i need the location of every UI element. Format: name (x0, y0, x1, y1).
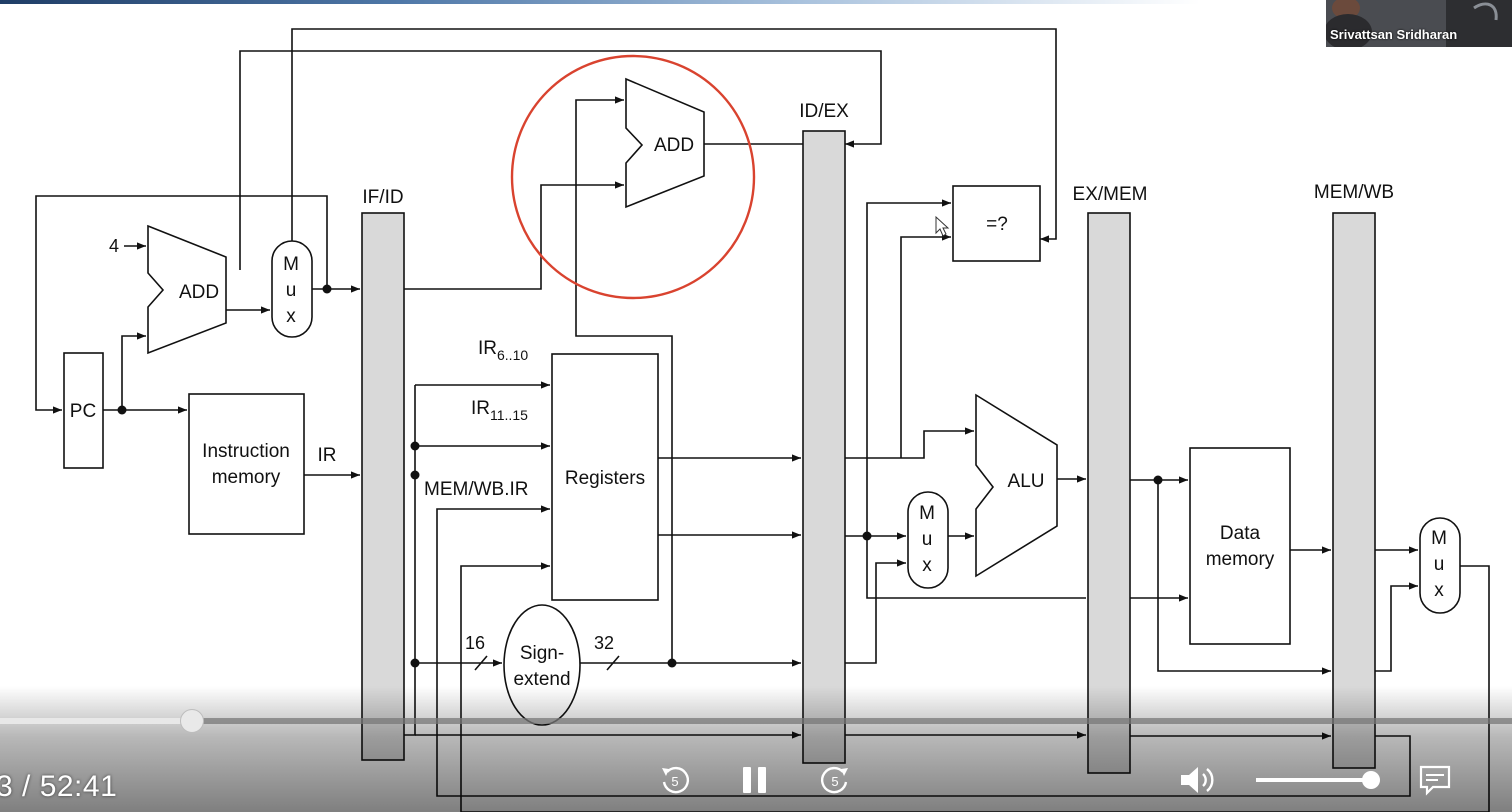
ex-mem-label: EX/MEM (1073, 184, 1148, 205)
captions-icon (1418, 764, 1452, 796)
rewind-5-button[interactable]: 5 (658, 763, 692, 797)
pause-button[interactable] (738, 763, 772, 797)
svg-text:M: M (1431, 528, 1447, 549)
instruction-memory (189, 394, 304, 534)
mem-wb-label: MEM/WB (1314, 182, 1394, 203)
svg-text:x: x (922, 555, 932, 576)
width-32-label: 32 (594, 633, 614, 653)
svg-text:Data: Data (1220, 523, 1261, 544)
mem-wb-latch (1333, 213, 1375, 768)
volume-level (1256, 778, 1371, 782)
mouse-pointer-icon (936, 217, 948, 236)
svg-text:memory: memory (1206, 549, 1275, 570)
id-ex-latch (803, 131, 845, 763)
data-memory (1190, 448, 1290, 644)
captions-button[interactable] (1418, 764, 1452, 796)
svg-text:Instruction: Instruction (202, 441, 290, 462)
svg-text:5: 5 (831, 774, 838, 789)
time-display: 3 / 52:41 (0, 770, 117, 804)
svg-text:x: x (1434, 580, 1444, 601)
mem-wb-ir-label: MEM/WB.IR (424, 479, 529, 500)
ir-6-10-label: IR6..10 (478, 338, 528, 363)
id-ex-label: ID/EX (799, 101, 849, 122)
svg-text:u: u (286, 280, 297, 301)
ir-11-15-label: IR11..15 (471, 398, 528, 423)
progress-bar[interactable] (0, 718, 1512, 724)
width-16-label: 16 (465, 633, 485, 653)
volume-slider[interactable] (1256, 778, 1380, 782)
svg-text:memory: memory (212, 467, 281, 488)
speaker-icon (1178, 762, 1218, 798)
if-id-latch (362, 213, 404, 760)
svg-text:=?: =? (986, 214, 1008, 235)
pc-adder-label: ADD (179, 282, 219, 303)
forward-icon: 5 (818, 763, 852, 797)
svg-text:ALU: ALU (1008, 471, 1045, 492)
webcam-thumbnail[interactable]: Srivattsan Sridharan (1326, 0, 1512, 47)
progress-handle[interactable] (180, 709, 204, 733)
svg-text:u: u (922, 529, 933, 550)
rewind-icon: 5 (658, 763, 692, 797)
progress-played (0, 718, 192, 724)
svg-text:M: M (919, 503, 935, 524)
ir-label: IR (318, 445, 337, 466)
svg-text:Registers: Registers (565, 468, 645, 489)
presenter-name: Srivattsan Sridharan (1330, 27, 1457, 42)
svg-text:u: u (1434, 554, 1445, 575)
svg-text:Sign-: Sign- (520, 643, 564, 664)
svg-text:M: M (283, 254, 299, 275)
svg-text:x: x (286, 306, 296, 327)
branch-adder-label: ADD (654, 135, 694, 156)
volume-button[interactable] (1178, 762, 1218, 798)
pause-icon (738, 763, 772, 797)
if-id-label: IF/ID (362, 187, 403, 208)
forward-5-button[interactable]: 5 (818, 763, 852, 797)
pc-label: PC (70, 401, 96, 422)
constant-four: 4 (109, 236, 119, 256)
svg-text:5: 5 (671, 774, 678, 789)
